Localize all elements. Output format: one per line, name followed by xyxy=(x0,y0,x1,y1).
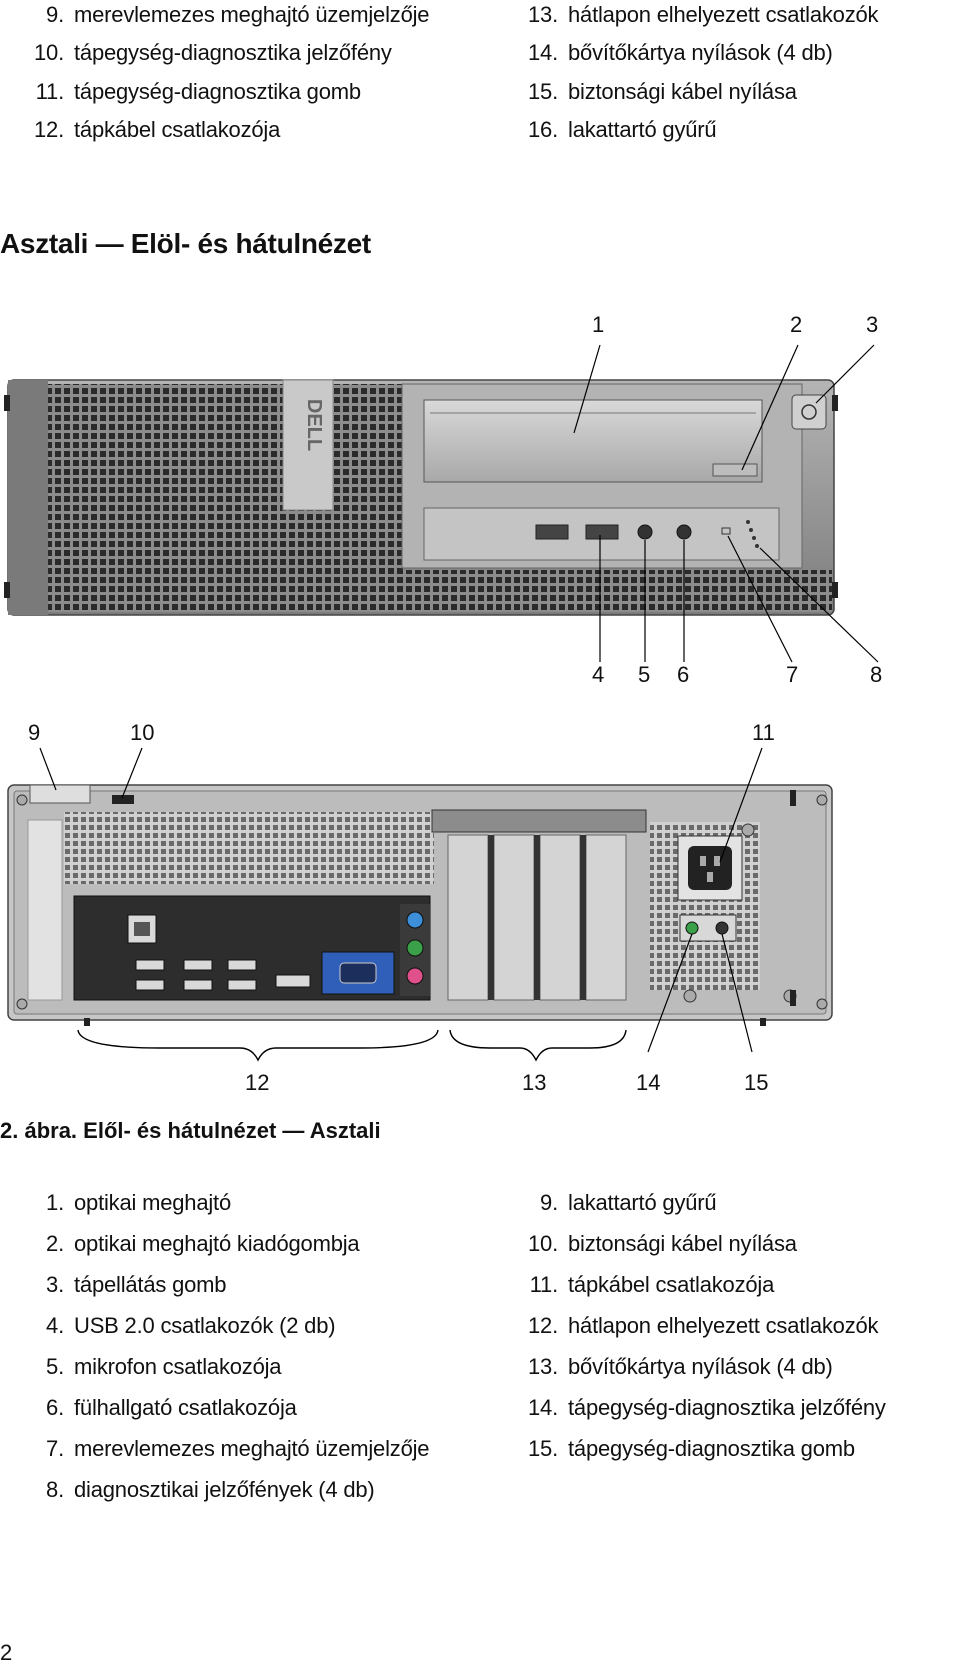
list-item: 10.tápegység-diagnosztika jelzőfény xyxy=(34,40,392,65)
list-item: 13.hátlapon elhelyezett csatlakozók xyxy=(528,2,879,27)
list-item: 4.USB 2.0 csatlakozók (2 db) xyxy=(46,1313,336,1338)
callout-11: 11 xyxy=(752,720,775,745)
callout-10: 10 xyxy=(130,720,155,745)
security-cable-slot xyxy=(112,795,134,804)
screw xyxy=(741,823,755,837)
eject-button xyxy=(712,463,758,477)
screw xyxy=(683,989,697,1003)
expansion-bracket xyxy=(431,809,647,833)
back-view xyxy=(7,747,833,1062)
back-leader-lines xyxy=(39,747,763,1053)
callout-9: 9 xyxy=(28,720,41,745)
brace-expansion-slots xyxy=(449,1029,627,1062)
headphone-jack xyxy=(676,524,692,540)
callout-8: 8 xyxy=(870,662,883,687)
usb-port xyxy=(227,959,257,971)
list-item: 15.tápegység-diagnosztika gomb xyxy=(528,1436,855,1461)
callout-4: 4 xyxy=(592,662,605,687)
list-item: 6.fülhallgató csatlakozója xyxy=(46,1395,297,1420)
list-item: 9.merevlemezes meghajtó üzemjelzője xyxy=(46,2,430,27)
dell-logo: DELL xyxy=(303,399,325,451)
front-view: DELL xyxy=(4,344,879,663)
list-item: 5.mikrofon csatlakozója xyxy=(46,1354,282,1379)
usb-port xyxy=(135,959,165,971)
page-number: 2 xyxy=(0,1640,13,1665)
back-top-grill xyxy=(64,812,434,884)
callout-6: 6 xyxy=(677,662,690,687)
list-item: 10.biztonsági kábel nyílása xyxy=(528,1231,797,1256)
list-item: 14.tápegység-diagnosztika jelzőfény xyxy=(528,1395,886,1420)
diag-led xyxy=(755,544,759,548)
power-button xyxy=(791,394,827,430)
list-item: 1.optikai meghajtó xyxy=(46,1190,232,1215)
list-item: 16.lakattartó gyűrű xyxy=(528,117,717,142)
callout-13: 13 xyxy=(522,1070,547,1095)
list-item: 11.tápkábel csatlakozója xyxy=(529,1272,775,1297)
list-item: 14.bővítőkártya nyílások (4 db) xyxy=(528,40,833,65)
brace-rear-connectors xyxy=(77,1029,439,1062)
diag-led xyxy=(749,528,753,532)
psu-diagnostic-button xyxy=(715,921,729,935)
section-title: Asztali — Elöl- és hátulnézet xyxy=(0,228,371,259)
usb-port xyxy=(183,979,213,991)
power-connector xyxy=(688,846,732,890)
optical-drive xyxy=(423,399,763,483)
line-out-jack xyxy=(406,939,424,957)
usb-port-2 xyxy=(585,524,619,540)
callout-3: 3 xyxy=(866,312,879,337)
usb-port-1 xyxy=(535,524,569,540)
callout-12: 12 xyxy=(245,1070,270,1095)
list-item: 15.biztonsági kábel nyílása xyxy=(528,79,797,104)
dell-logo-badge xyxy=(282,379,334,511)
usb-port xyxy=(135,979,165,991)
callout-15: 15 xyxy=(744,1070,769,1095)
list-item: 3.tápellátás gomb xyxy=(46,1272,227,1297)
list-item: 13.bővítőkártya nyílások (4 db) xyxy=(528,1354,833,1379)
callout-2: 2 xyxy=(790,312,803,337)
callout-14: 14 xyxy=(636,1070,661,1095)
figure-caption: 2. ábra. Elől- és hátulnézet — Asztali xyxy=(0,1118,381,1143)
padlock-ring xyxy=(29,784,91,804)
diag-led xyxy=(746,520,750,524)
diag-led xyxy=(752,536,756,540)
hdmi-port xyxy=(275,974,311,988)
list-item: 9.lakattartó gyűrű xyxy=(540,1190,717,1215)
list-item: 12.tápkábel csatlakozója xyxy=(34,117,281,142)
front-side-edge xyxy=(8,380,48,615)
list-item: 2.optikai meghajtó kiadógombja xyxy=(46,1231,360,1256)
list-item: 12.hátlapon elhelyezett csatlakozók xyxy=(528,1313,879,1338)
power-icon xyxy=(801,404,817,420)
usb-port xyxy=(183,959,213,971)
list-item: 11.tápegység-diagnosztika gomb xyxy=(35,79,361,104)
usb-port xyxy=(227,979,257,991)
line-in-jack xyxy=(406,911,424,929)
mic-jack xyxy=(637,524,653,540)
psu-diagnostic-led xyxy=(685,921,699,935)
callout-1: 1 xyxy=(592,312,605,337)
hdd-led xyxy=(721,527,731,535)
list-item: 8.diagnosztikai jelzőfények (4 db) xyxy=(46,1477,375,1502)
front-bottom-grill xyxy=(56,570,832,612)
front-leader-lines xyxy=(573,344,879,663)
callout-5: 5 xyxy=(638,662,651,687)
list-item: 7.merevlemezes meghajtó üzemjelzője xyxy=(46,1436,430,1461)
mic-in-jack xyxy=(406,967,424,985)
callout-7: 7 xyxy=(786,662,799,687)
expansion-card-slots xyxy=(447,834,627,1001)
